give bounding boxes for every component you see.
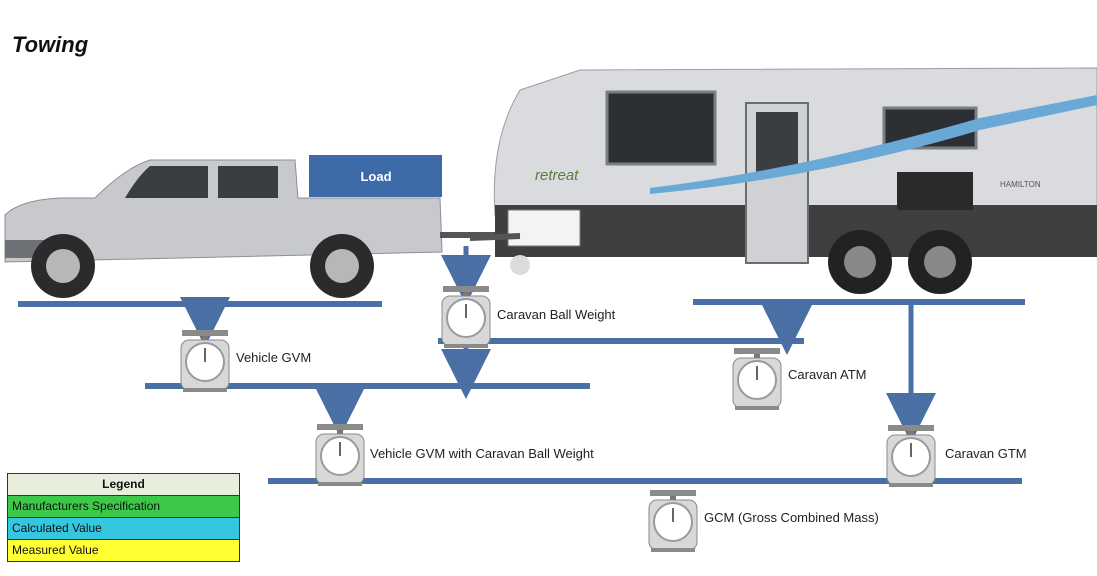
legend-heading: Legend [8,474,239,496]
legend-item-measured-value: Measured Value [8,540,239,561]
legend-item-manufacturers-spec: Manufacturers Specification [8,496,239,518]
flow-arrows [180,246,936,443]
bar-vehicle [18,301,382,307]
load-box [309,155,442,197]
bar-vehicle-gvm [145,383,590,389]
scale-caravan-gtm [886,424,936,488]
scale-vehicle-gvm-with-ball [315,423,365,487]
legend: Legend Manufacturers Specification Calcu… [7,473,240,562]
load-label: Load [360,169,391,184]
label-vehicle-gvm: Vehicle GVM [236,350,312,365]
label-caravan-atm: Caravan ATM [788,367,867,382]
scale-caravan-ball-weight [441,285,491,349]
label-vehicle-gvm-with-ball: Vehicle GVM with Caravan Ball Weight [370,446,594,461]
scale-gcm [648,489,698,553]
scale-vehicle-gvm [180,329,230,393]
caravan-model: HAMILTON [1000,180,1041,189]
label-gcm: GCM (Gross Combined Mass) [704,510,879,525]
scale-caravan-atm [732,347,782,411]
vehicle-illustration [4,155,500,298]
label-caravan-ball-weight: Caravan Ball Weight [497,307,616,322]
caravan-illustration [469,67,1097,294]
legend-item-calculated-value: Calculated Value [8,518,239,540]
bar-ball-atm [438,338,804,344]
bar-gcm [268,478,1022,484]
caravan-brand: retreat [535,167,579,184]
bar-caravan [693,299,1025,305]
page-title: Towing [12,32,89,57]
label-caravan-gtm: Caravan GTM [945,446,1027,461]
